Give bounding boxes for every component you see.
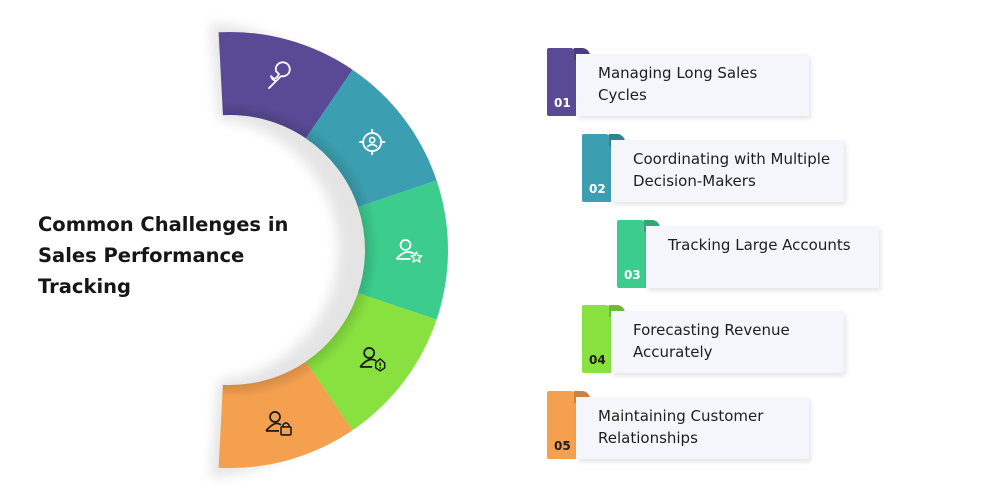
number-tab: 03 (617, 220, 660, 288)
segment-shade (218, 32, 353, 139)
wrench-icon (268, 61, 291, 89)
item-card: Forecasting Revenue Accurately (611, 311, 844, 373)
challenge-item-3: 03 Tracking Large Accounts (617, 220, 881, 290)
target-user-icon (359, 129, 386, 156)
item-number: 04 (589, 353, 606, 367)
segment-shade (305, 293, 437, 431)
number-tab: 02 (582, 134, 625, 202)
number-tab: 05 (547, 391, 590, 459)
item-label: Coordinating with Multiple Decision-Make… (633, 150, 831, 190)
challenge-item-1: 01 Managing Long Sales Cycles (547, 48, 811, 118)
item-number: 05 (554, 439, 571, 453)
user-lock-icon (265, 411, 292, 436)
challenge-item-2: 02 Coordinating with Multiple Decision-M… (582, 134, 846, 204)
challenge-item-4: 04 Forecasting Revenue Accurately (582, 305, 846, 375)
item-card: Maintaining Customer Relationships (576, 397, 809, 459)
item-card: Coordinating with Multiple Decision-Make… (611, 140, 844, 202)
number-tab: 04 (582, 305, 625, 373)
item-label: Maintaining Customer Relationships (598, 407, 764, 447)
item-number: 01 (554, 96, 571, 110)
user-alert-icon (359, 347, 386, 372)
user-star-icon (395, 239, 423, 263)
item-number: 03 (624, 268, 641, 282)
segment-shade (218, 361, 353, 468)
item-card: Tracking Large Accounts (646, 226, 879, 288)
item-label: Tracking Large Accounts (668, 236, 851, 254)
number-tab: 01 (547, 48, 590, 116)
item-label: Forecasting Revenue Accurately (633, 321, 790, 361)
item-card: Managing Long Sales Cycles (576, 54, 809, 116)
item-number: 02 (589, 182, 606, 196)
challenge-item-5: 05 Maintaining Customer Relationships (547, 391, 811, 461)
diagram-title: Common Challenges in Sales Performance T… (38, 213, 289, 298)
item-label: Managing Long Sales Cycles (598, 64, 758, 104)
